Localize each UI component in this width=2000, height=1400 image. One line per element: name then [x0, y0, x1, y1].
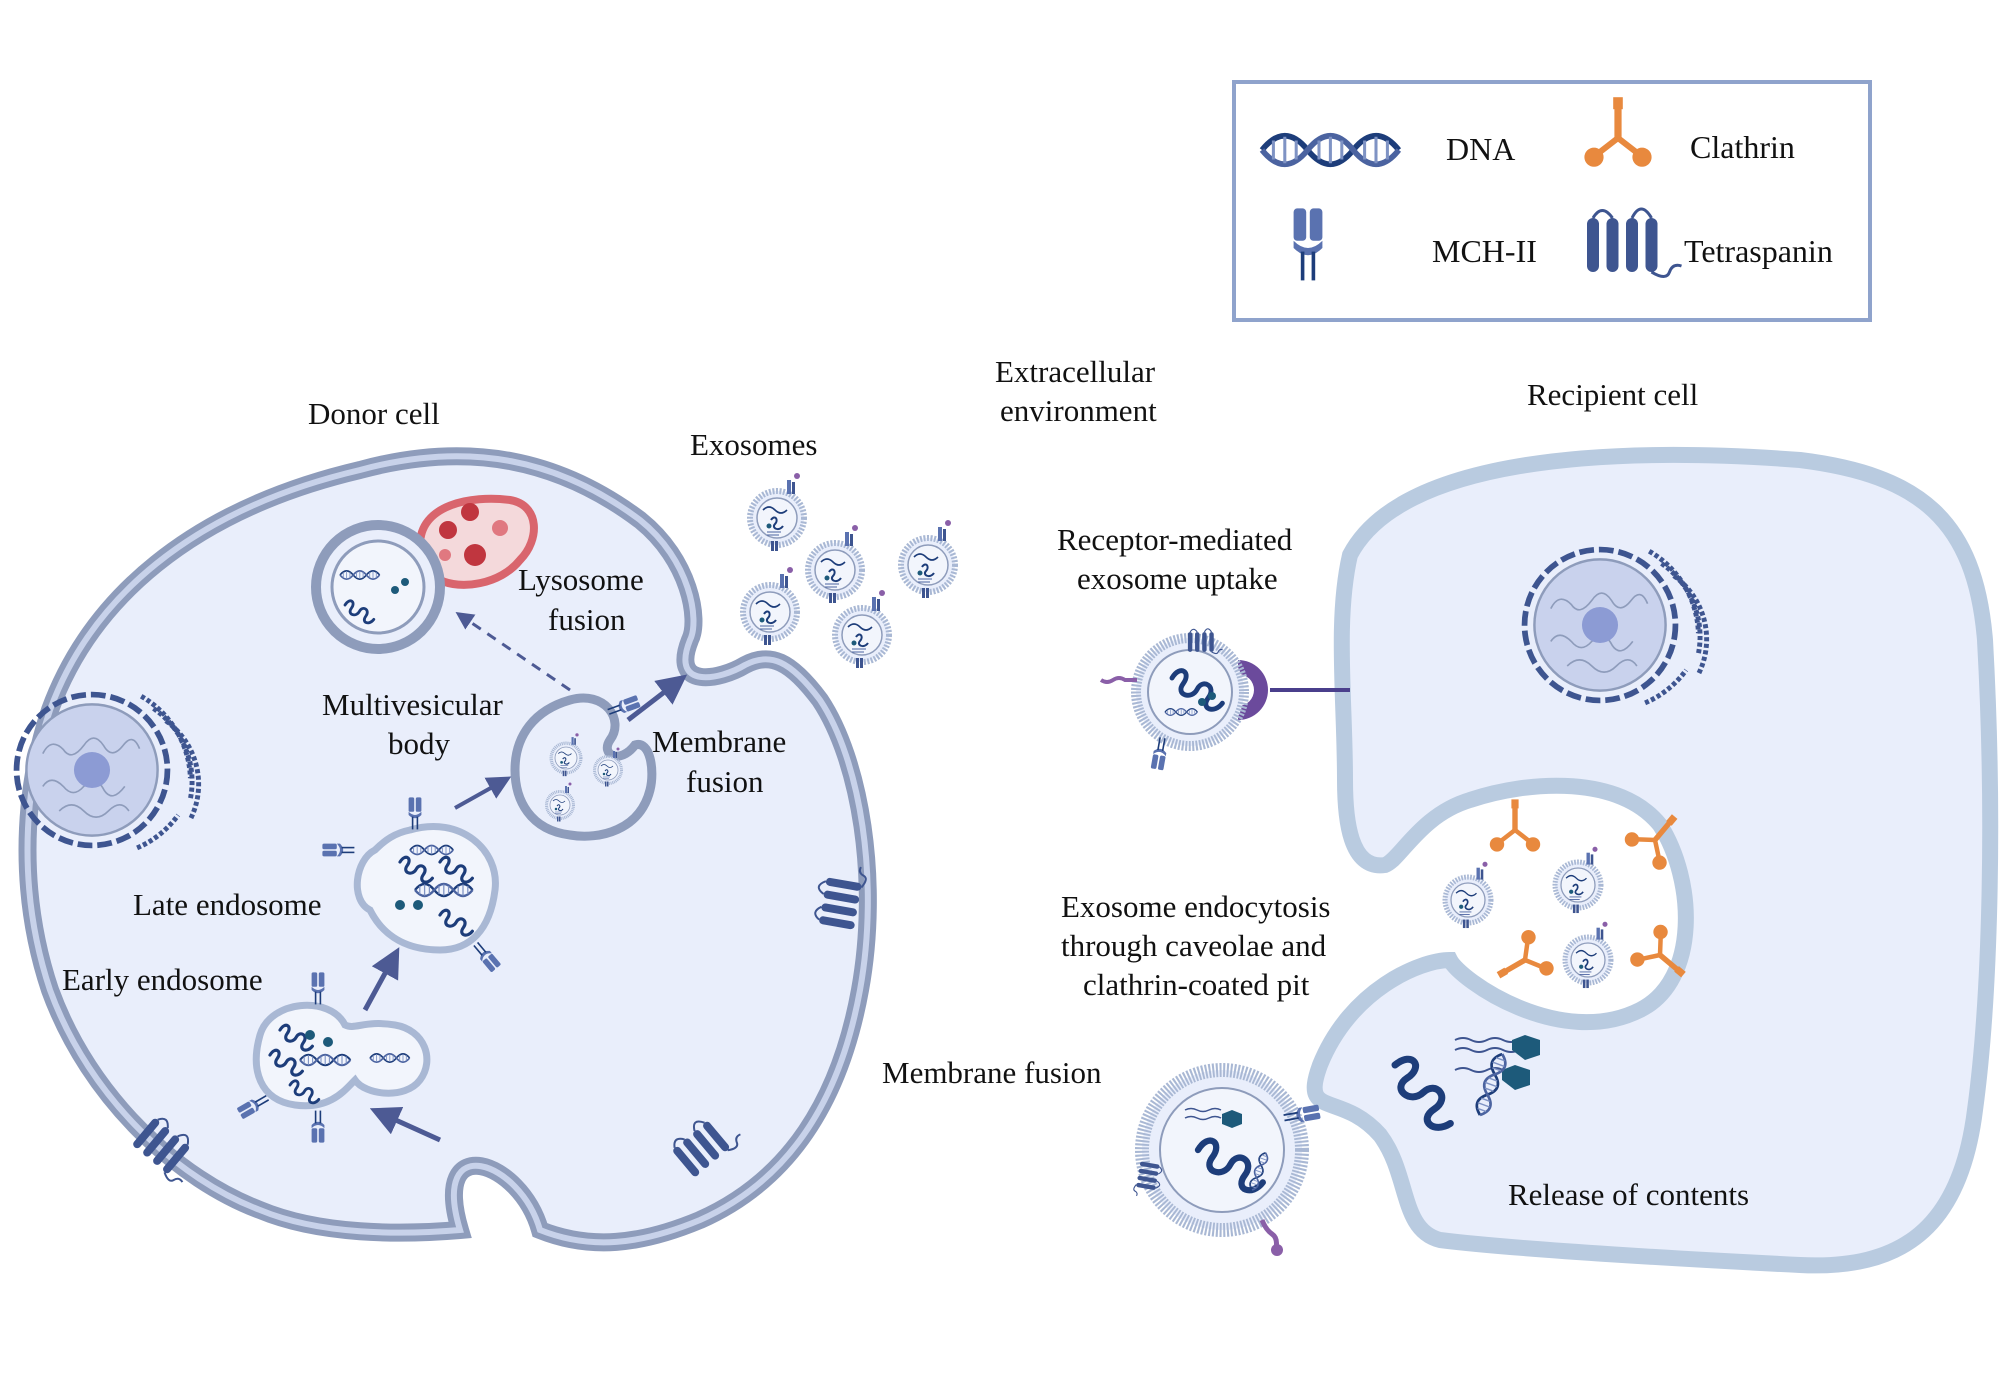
membrane-fusion-arrow	[626, 674, 688, 722]
recipient-cell-membrane	[1306, 446, 1999, 1274]
exosome	[1565, 922, 1611, 988]
membrane-fusion-recipient-label: Membrane fusion	[882, 1055, 1102, 1090]
exosomes-label: Exosomes	[690, 427, 817, 462]
exosomes-cluster	[743, 473, 955, 668]
late-endosome-label: Late endosome	[133, 887, 322, 922]
receptor-uptake-group	[1099, 628, 1350, 772]
late-to-mvb-arrow	[454, 776, 512, 810]
exosome	[835, 590, 889, 668]
membrane-fusion-donor-label-line1: Membrane	[652, 724, 786, 759]
released-lipids	[1454, 1035, 1540, 1090]
lysosome-fusion-label-line2: fusion	[548, 602, 626, 637]
recipient-cell-label: Recipient cell	[1527, 377, 1698, 412]
early-endosome	[235, 971, 431, 1144]
lysosome	[311, 494, 538, 654]
mvb-label-line2: body	[388, 726, 451, 761]
endocytosis-label-line2: through caveolae and	[1061, 928, 1327, 963]
exosome	[743, 567, 797, 645]
legend-clathrin-label: Clathrin	[1690, 129, 1795, 165]
fusion-exosome	[1132, 1063, 1322, 1256]
early-to-late-arrow	[362, 947, 400, 1012]
multivesicular-body	[510, 693, 657, 841]
receptor-uptake-label-line1: Receptor-mediated	[1057, 522, 1293, 557]
lysosome-arrow	[455, 611, 571, 692]
receptor-uptake-label-line2: exosome uptake	[1077, 561, 1278, 596]
lysosome-fusion-label-line1: Lysosome	[518, 562, 644, 597]
legend-dna-label: DNA	[1446, 131, 1515, 167]
exosome	[750, 473, 804, 551]
membrane-fusion-donor-label-line2: fusion	[686, 764, 764, 799]
extracellular-label-line1: Extracellular	[995, 354, 1156, 389]
endocytosis-label-line3: clathrin-coated pit	[1083, 967, 1310, 1002]
clathrin-icon	[1490, 799, 1540, 851]
endocytosis-label-line1: Exosome endocytosis	[1061, 889, 1331, 924]
exosome	[901, 520, 955, 598]
late-endosome	[321, 796, 503, 974]
legend-tetraspanin-label: Tetraspanin	[1684, 233, 1833, 269]
exosome	[1555, 847, 1601, 913]
clathrin-icon	[1486, 927, 1556, 997]
exosome	[808, 525, 862, 603]
legend: DNA Clathrin MCH-II Tetraspanin	[1232, 80, 1872, 322]
release-contents-label: Release of contents	[1508, 1177, 1749, 1212]
exosome	[1445, 862, 1491, 928]
recipient-cell	[1306, 446, 1999, 1274]
mvb-label-line1: Multivesicular	[322, 687, 503, 722]
legend-box	[1232, 80, 1872, 322]
donor-cell-label: Donor cell	[308, 396, 440, 431]
legend-mhc-label: MCH-II	[1432, 233, 1537, 269]
extracellular-label-line2: environment	[1000, 393, 1157, 428]
endocytosis-arrow	[369, 1106, 442, 1143]
early-endosome-label: Early endosome	[62, 962, 263, 997]
donor-cell	[17, 447, 877, 1252]
